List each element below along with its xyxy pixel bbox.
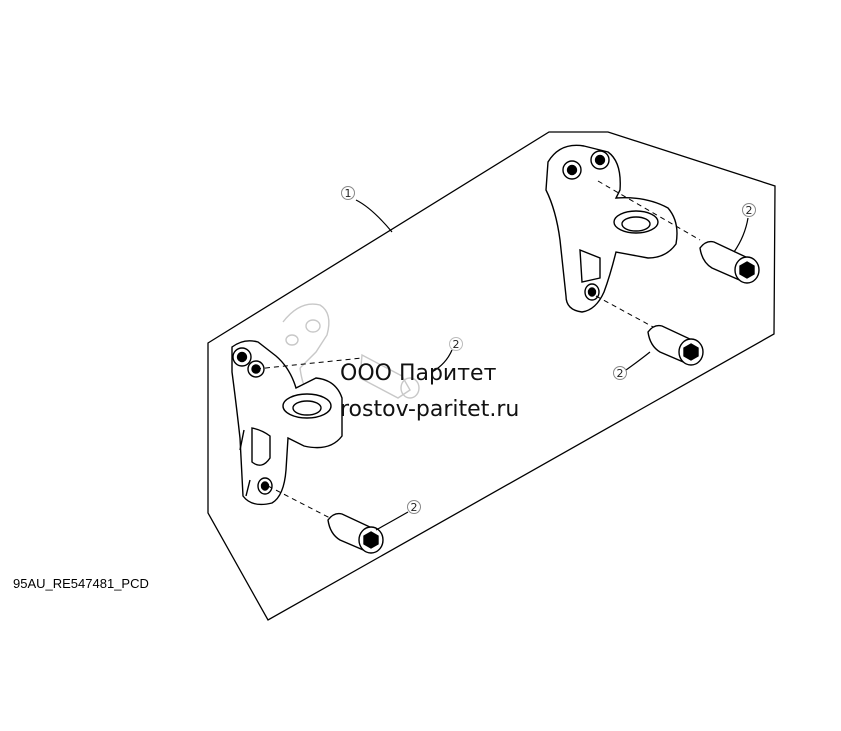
ghost-bolt xyxy=(359,353,420,399)
drawing-code: 95AU_RE547481_PCD xyxy=(13,576,149,591)
bolt-right-upper xyxy=(699,240,760,284)
svg-text:2: 2 xyxy=(617,367,624,380)
left-bracket xyxy=(231,340,343,506)
hex-socket-icon xyxy=(363,531,379,549)
callout-1: 1 xyxy=(341,186,355,200)
watermark-website: rostov-paritet.ru xyxy=(340,397,519,422)
callout-2-upper-right: 2 xyxy=(742,203,756,217)
callout-leaders xyxy=(355,199,749,531)
svg-text:1: 1 xyxy=(345,187,352,200)
svg-text:2: 2 xyxy=(746,204,753,217)
kit-boundary xyxy=(207,131,776,621)
callout-2-center: 2 xyxy=(449,337,463,351)
watermark-company: ООО Паритет xyxy=(340,361,497,386)
svg-text:2: 2 xyxy=(411,501,418,514)
hex-socket-icon xyxy=(739,261,755,279)
right-bracket xyxy=(545,144,678,313)
callout-2-right: 2 xyxy=(613,366,627,380)
bolt-right-lower xyxy=(647,324,704,366)
hex-socket-icon xyxy=(683,343,699,361)
svg-text:2: 2 xyxy=(453,338,460,351)
bolt-left-lower xyxy=(327,512,384,554)
callout-2-lower-left: 2 xyxy=(407,500,421,514)
alignment-lines xyxy=(255,180,701,519)
